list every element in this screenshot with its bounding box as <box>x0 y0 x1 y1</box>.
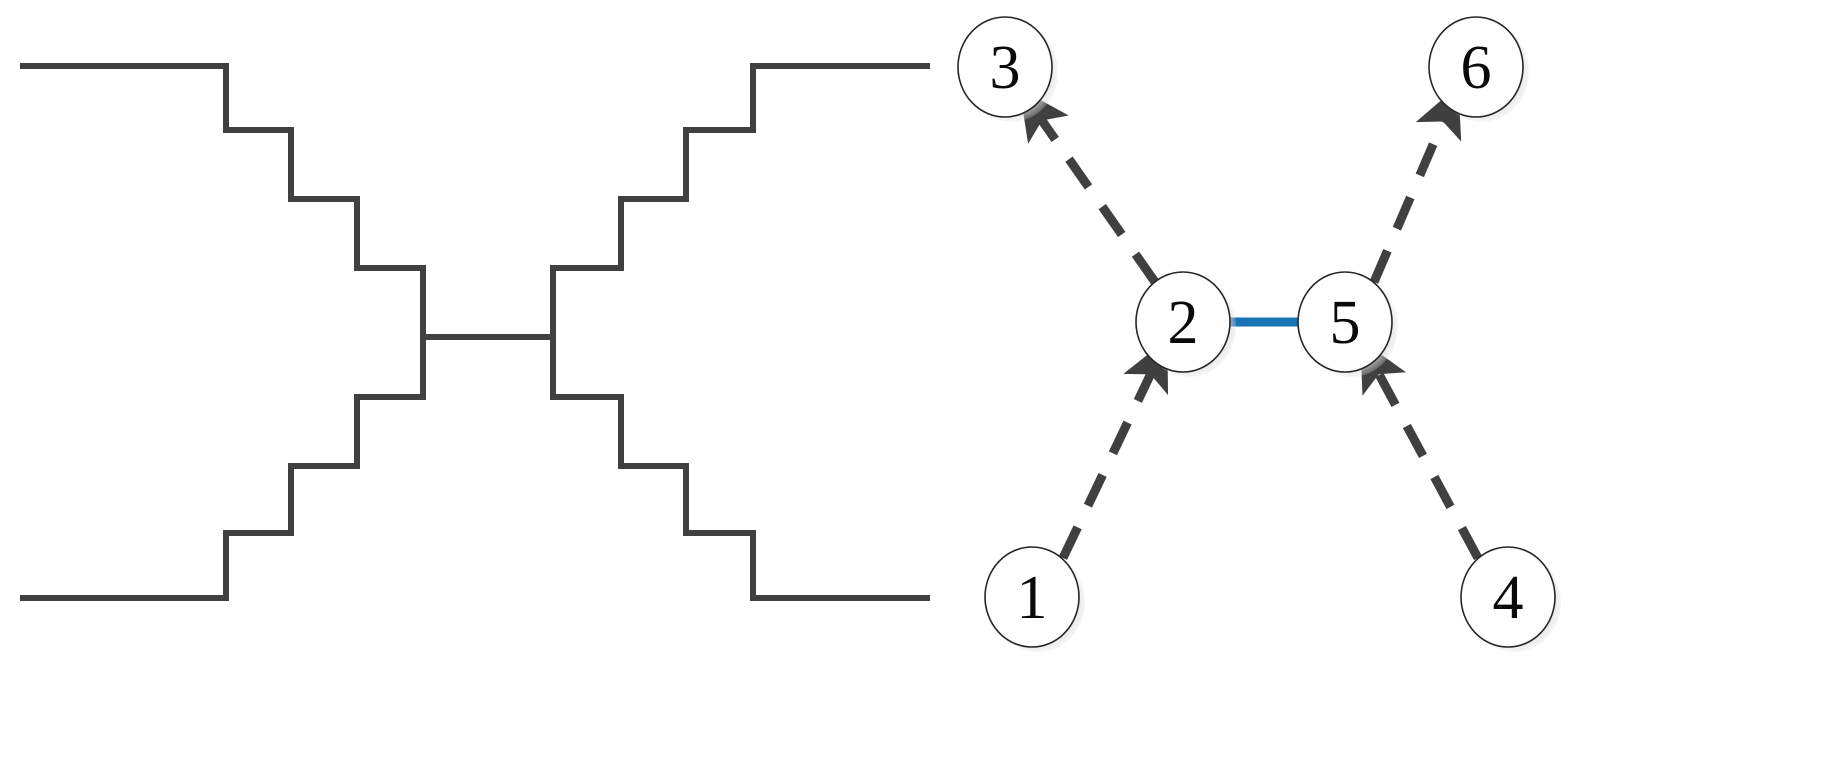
node-1[interactable]: 1 <box>984 546 1085 652</box>
node-2-label: 2 <box>1168 289 1199 357</box>
node-4-label: 4 <box>1493 564 1524 632</box>
node-3-label: 3 <box>990 34 1021 102</box>
node-4-circle <box>1460 546 1556 648</box>
node-1-label: 1 <box>1017 564 1048 632</box>
node-2-circle <box>1135 271 1231 373</box>
graph-nodes-group: 3 6 2 5 <box>957 16 1561 652</box>
graph-edges-group <box>1019 85 1482 561</box>
lower-right-staircase-path <box>550 337 930 601</box>
node-2[interactable]: 2 <box>1135 271 1236 377</box>
node-4[interactable]: 4 <box>1460 546 1561 652</box>
edge-5-to-6[interactable] <box>1369 85 1462 284</box>
node-5-label: 5 <box>1330 289 1361 357</box>
node-6[interactable]: 6 <box>1428 16 1529 122</box>
node-6-label: 6 <box>1461 34 1492 102</box>
upper-right-staircase-path <box>550 63 930 337</box>
node-6-circle <box>1428 16 1524 118</box>
edge-4-to-5[interactable] <box>1360 339 1482 561</box>
lower-left-staircase-path <box>20 337 426 601</box>
upper-left-staircase-path <box>20 63 553 340</box>
node-3-circle <box>957 16 1053 118</box>
node-1-circle <box>984 546 1080 648</box>
node-3[interactable]: 3 <box>957 16 1058 122</box>
node-5[interactable]: 5 <box>1297 271 1398 377</box>
edge-1-to-2[interactable] <box>1058 339 1169 560</box>
h-tree-staircase-group <box>20 63 930 601</box>
edge-2-to-3[interactable] <box>1019 88 1159 285</box>
node-5-circle <box>1297 271 1393 373</box>
